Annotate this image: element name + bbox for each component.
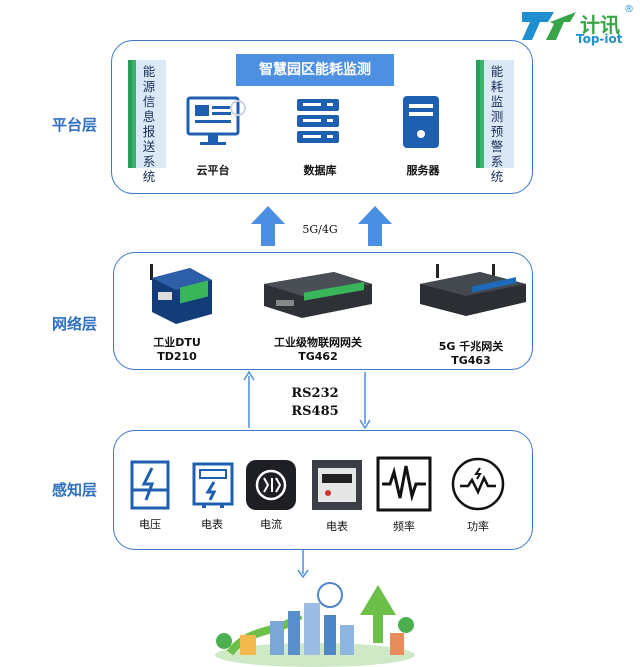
current-caption: 电流 <box>260 518 282 531</box>
protocol-rs485: RS485 <box>291 404 339 419</box>
link-label: 5G/4G <box>302 223 338 236</box>
monitor-icon <box>186 96 246 145</box>
network-layer-label: 网络层 <box>52 315 98 333</box>
tg462-title: 工业级物联网网关 <box>274 336 362 349</box>
uplink-arrow-left-icon <box>251 206 285 246</box>
voltage-caption: 电压 <box>139 518 161 531</box>
protocol-rs232: RS232 <box>291 386 339 401</box>
logo-registered: ® <box>624 4 634 15</box>
platform-layer-label: 平台层 <box>52 116 98 134</box>
cloud-platform-caption: 云平台 <box>196 164 230 177</box>
platform-title: 智慧园区能耗监测 <box>236 54 394 86</box>
down-arrow-icon <box>297 550 309 578</box>
tg462-gateway-icon <box>264 272 372 318</box>
current-icon <box>246 460 296 510</box>
logo-mark-icon <box>522 12 576 40</box>
smart-city-illustration <box>215 582 415 667</box>
voltage-icon <box>130 460 170 510</box>
dtu-title: 工业DTU <box>153 336 201 349</box>
energy-meter-icon <box>312 460 362 510</box>
meter-icon <box>192 462 234 508</box>
logo-brand-cn: 计讯 <box>580 13 620 37</box>
server-icon <box>403 96 439 148</box>
tg463-model: TG463 <box>451 354 491 367</box>
left-system-box: 能源信息报送系统 <box>128 60 166 184</box>
left-system-text: 能源信息报送系统 <box>142 64 156 184</box>
right-system-box: 能耗监测预警系统 <box>476 60 514 184</box>
server-caption: 服务器 <box>406 164 440 177</box>
dtu-caption: 工业DTU TD210 <box>138 336 216 364</box>
energy-meter-caption: 电表 <box>326 520 348 533</box>
frequency-icon <box>376 456 432 512</box>
uplink-arrow-right-icon <box>358 206 392 246</box>
logo-brand-en: Top-iot <box>576 32 623 46</box>
tg462-caption: 工业级物联网网关 TG462 <box>250 336 386 364</box>
tg463-gateway-icon <box>420 264 526 316</box>
power-caption: 功率 <box>467 520 489 533</box>
dtu-model: TD210 <box>157 350 197 363</box>
rs-link-arrows-icon <box>243 370 371 430</box>
database-icon <box>297 99 339 143</box>
perception-layer-label: 感知层 <box>52 481 98 499</box>
right-system-text: 能耗监测预警系统 <box>490 64 504 184</box>
power-icon <box>451 457 505 511</box>
database-caption: 数据库 <box>303 164 337 177</box>
tg463-caption: 5G 千兆网关 TG463 <box>416 340 526 368</box>
dtu-device-icon <box>150 264 212 324</box>
logo: 计讯 ® Top-iot <box>520 4 635 46</box>
tg463-title: 5G 千兆网关 <box>438 340 504 353</box>
frequency-caption: 频率 <box>393 520 415 533</box>
tg462-model: TG462 <box>298 350 338 363</box>
meter-caption: 电表 <box>201 518 223 531</box>
